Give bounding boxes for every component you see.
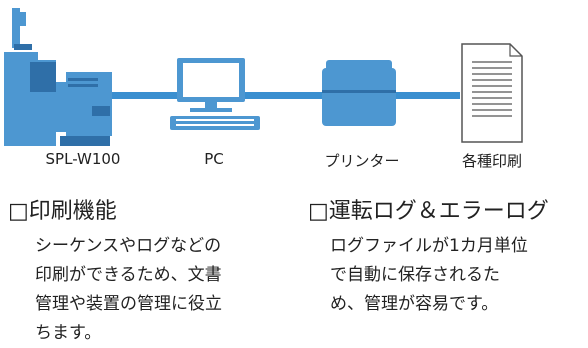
print-function-description: シーケンスやログなどの 印刷ができるため、文書 管理や装置の管理に役立 ちます。 — [35, 232, 222, 348]
description-line: ログファイルが1カ月単位 — [330, 236, 528, 256]
description-line: め、管理が容易です。 — [330, 294, 499, 314]
connection-diagram — [4, 8, 523, 146]
caption-spl-w100: SPL-W100 — [45, 150, 121, 168]
caption-pc: PC — [204, 150, 224, 168]
description-line: 印刷ができるため、文書 — [35, 265, 222, 285]
document-icon — [461, 43, 523, 143]
caption-printer: プリンター — [324, 152, 400, 170]
log-function-heading: □運転ログ＆エラーログ — [308, 199, 549, 224]
description-line: シーケンスやログなどの — [35, 236, 222, 256]
log-function-description: ログファイルが1カ月単位 で自動に保存されるた め、管理が容易です。 — [330, 232, 528, 319]
caption-document: 各種印刷 — [461, 152, 523, 170]
description-line: 管理や装置の管理に役立 — [35, 294, 222, 314]
pc-icon — [170, 58, 260, 130]
description-line: ちます。 — [35, 323, 102, 343]
print-function-heading: □印刷機能 — [8, 199, 117, 224]
connection-line — [40, 92, 460, 99]
printer-icon — [322, 60, 396, 126]
description-line: で自動に保存されるた — [330, 265, 500, 285]
instrument-icon — [4, 8, 112, 146]
